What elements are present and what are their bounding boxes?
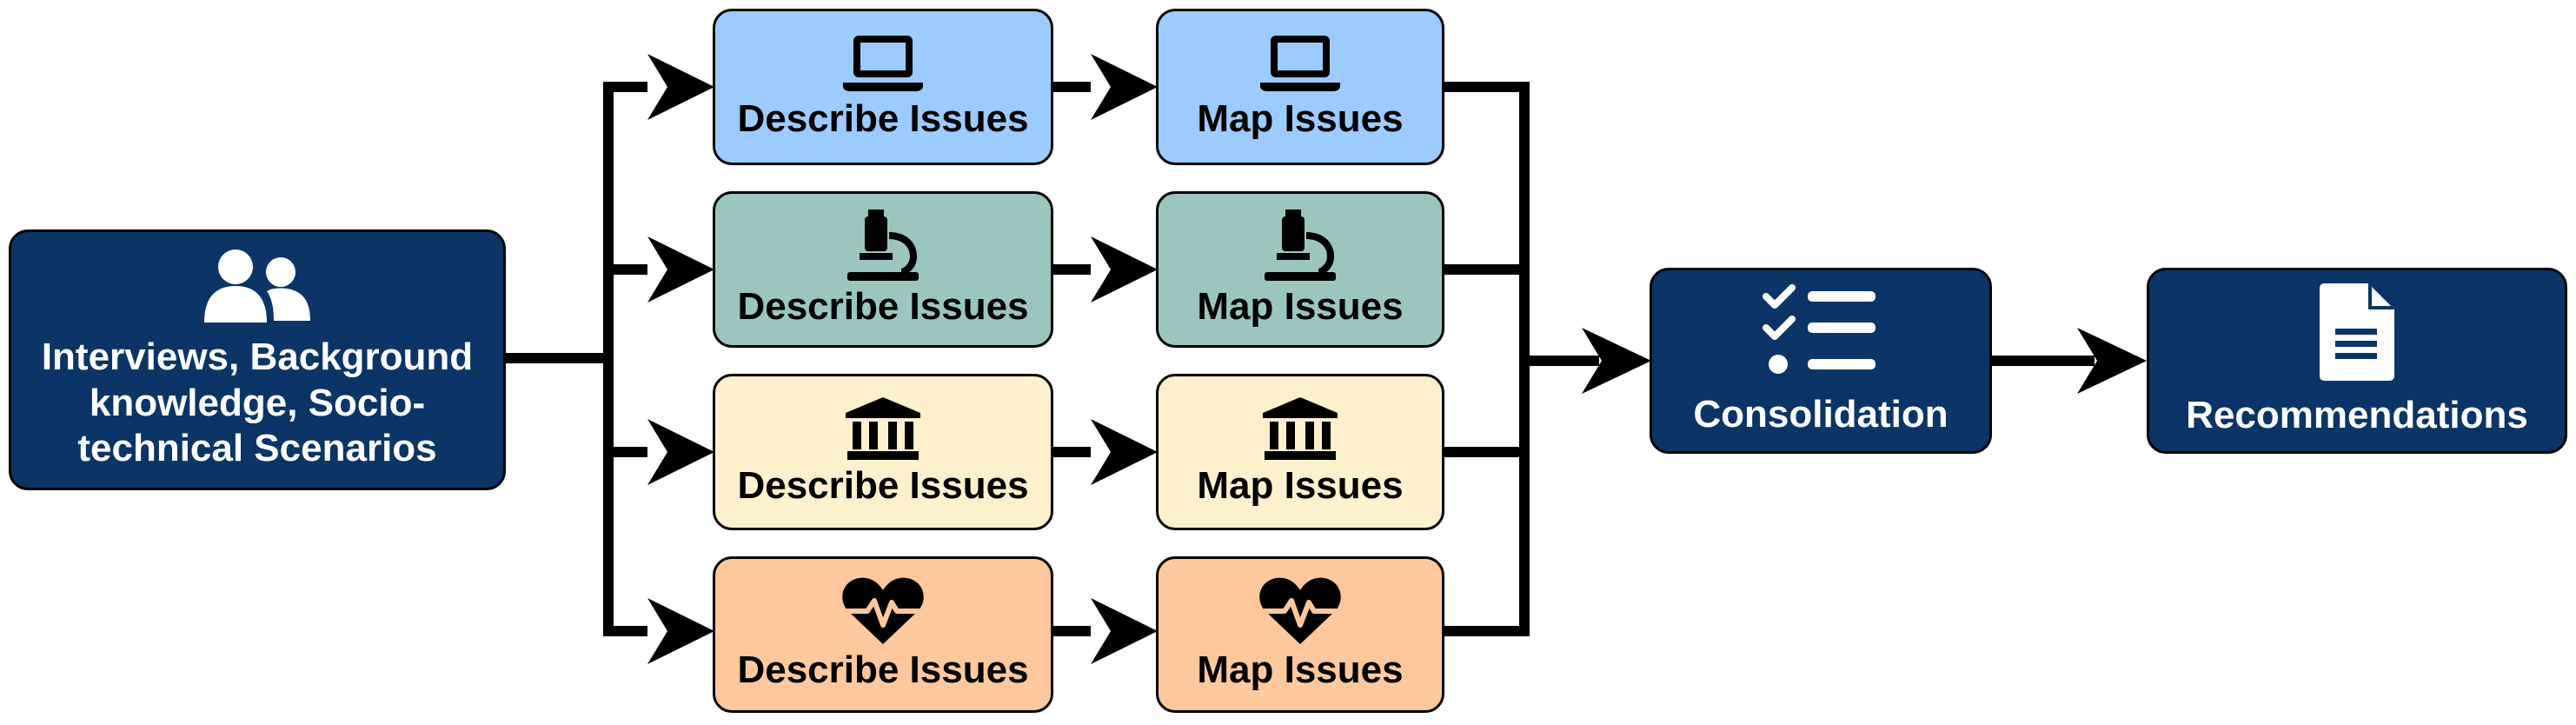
source-label: Interviews, Background knowledge, Socio-… (41, 335, 474, 470)
row4-map-label: Map Issues (1197, 648, 1404, 691)
checklist-icon (1763, 283, 1876, 374)
heart-pulse-icon (842, 577, 924, 644)
arrowhead-recommendations (2077, 328, 2147, 394)
row4-describe-label: Describe Issues (737, 648, 1029, 691)
arrowhead-row3-map (1091, 419, 1158, 485)
bank-icon (1263, 396, 1338, 460)
source-node: Interviews, Background knowledge, Socio-… (9, 229, 506, 490)
arrowhead-row1-in (647, 54, 714, 120)
row4-map-issues: Map Issues (1156, 556, 1444, 713)
row1-map-issues: Map Issues (1156, 9, 1444, 165)
laptop-icon (843, 35, 923, 91)
row4-describe-issues: Describe Issues (713, 556, 1053, 713)
laptop-icon (1260, 35, 1340, 91)
arrowhead-row4-map (1091, 598, 1158, 664)
heart-pulse-icon (1259, 577, 1341, 644)
recommendations-label: Recommendations (2186, 393, 2528, 436)
microscope-icon (847, 209, 919, 281)
row2-describe-label: Describe Issues (737, 284, 1029, 328)
microscope-icon (1265, 209, 1336, 281)
row2-map-label: Map Issues (1197, 284, 1404, 328)
row3-describe-issues: Describe Issues (713, 374, 1053, 530)
row1-map-label: Map Issues (1197, 96, 1404, 140)
arrowhead-row3-in (647, 419, 714, 485)
bank-icon (846, 396, 920, 460)
arrowhead-row1-map (1091, 54, 1158, 120)
users-icon (204, 249, 310, 323)
consolidation-label: Consolidation (1693, 392, 1949, 436)
arrowhead-row2-map (1091, 236, 1158, 303)
row1-describe-label: Describe Issues (737, 96, 1029, 140)
arrowhead-row4-in (647, 598, 714, 664)
row3-map-label: Map Issues (1197, 463, 1404, 507)
arrowhead-row2-in (647, 236, 714, 303)
row1-describe-issues: Describe Issues (713, 9, 1053, 165)
row2-describe-issues: Describe Issues (713, 191, 1053, 348)
document-icon (2320, 283, 2394, 381)
arrowhead-consolidation (1582, 328, 1651, 394)
recommendations-node: Recommendations (2147, 268, 2567, 454)
row2-map-issues: Map Issues (1156, 191, 1444, 348)
row3-map-issues: Map Issues (1156, 374, 1444, 530)
consolidation-node: Consolidation (1650, 268, 1992, 454)
row3-describe-label: Describe Issues (737, 463, 1029, 507)
